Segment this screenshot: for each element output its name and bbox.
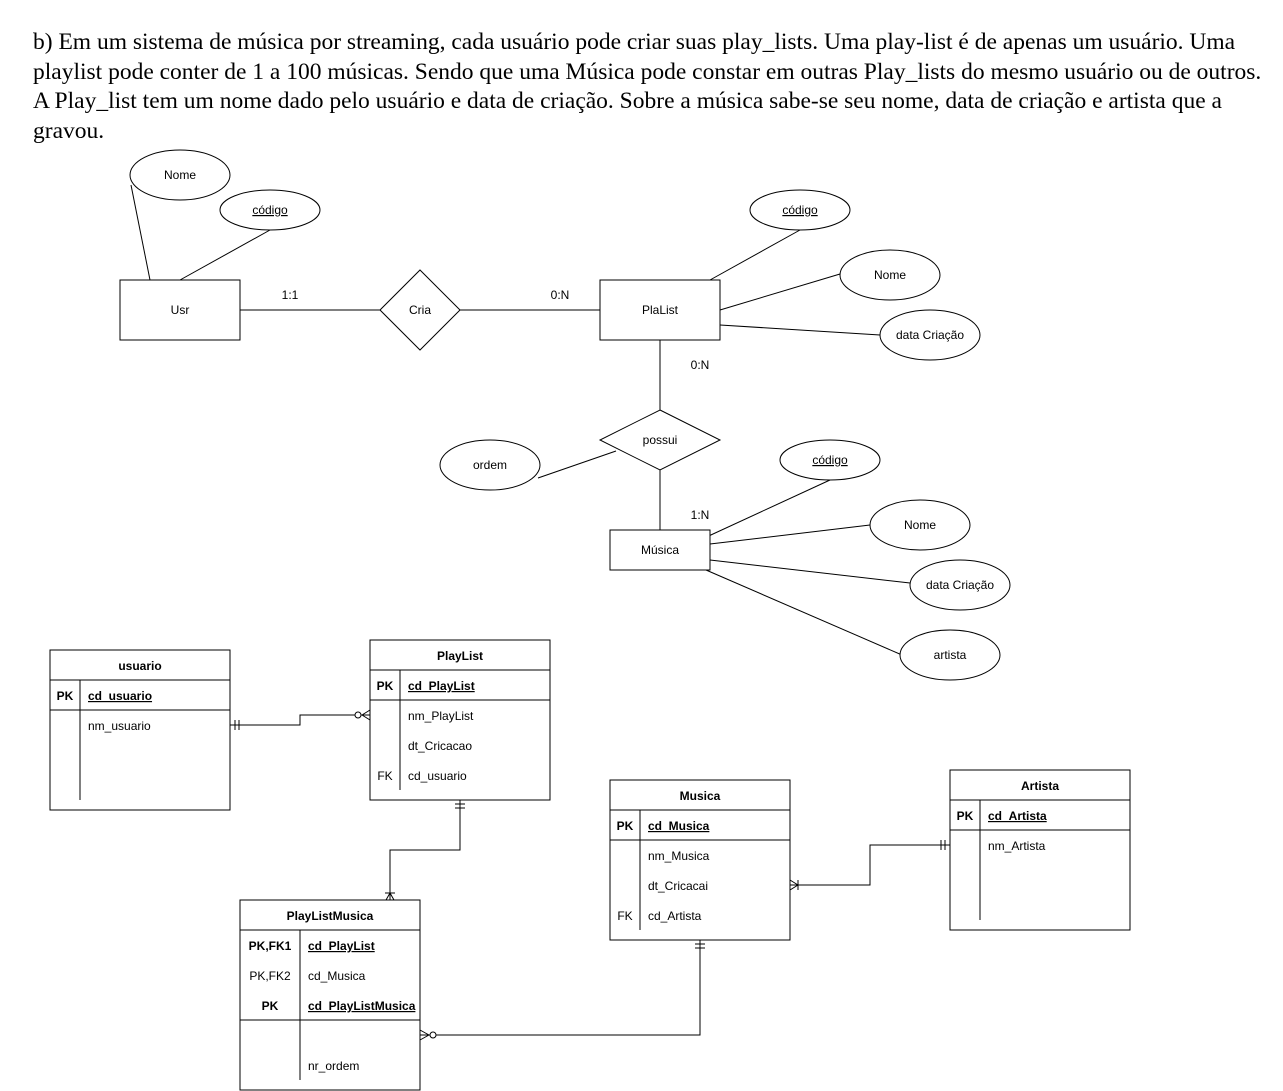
- field: dt_Cricacao: [408, 739, 472, 753]
- relationship-possui: possui: [598, 409, 722, 471]
- field: nr_ordem: [308, 1059, 359, 1073]
- pk-field: cd_Musica: [648, 819, 710, 833]
- pk-label: PK: [617, 819, 634, 833]
- pk-label: PK: [957, 809, 974, 823]
- svg-text:código: código: [812, 453, 848, 467]
- svg-text:data Criação: data Criação: [896, 328, 964, 342]
- field: dt_Cricacai: [648, 879, 708, 893]
- svg-text:Nome: Nome: [164, 168, 196, 182]
- attr-musica-nome: Nome: [869, 499, 971, 551]
- attr-playlist-nome: Nome: [839, 249, 941, 301]
- entity-playlist-label: PlaList: [642, 303, 679, 317]
- pk-fk-label: PK,FK2: [249, 969, 291, 983]
- field: nm_Artista: [988, 839, 1046, 853]
- entity-musica: Música: [609, 529, 711, 571]
- table-playlist-title: PlayList: [437, 649, 483, 663]
- entity-playlist: PlaList: [599, 279, 721, 341]
- cardinality-possui-musica: 1:N: [691, 508, 710, 522]
- svg-text:artista: artista: [934, 648, 967, 662]
- svg-text:código: código: [782, 203, 818, 217]
- table-connectors: [230, 709, 950, 1041]
- fk-label: FK: [377, 769, 392, 783]
- field: cd_Musica: [308, 969, 366, 983]
- relationship-cria: Cria: [379, 269, 461, 351]
- attr-usr-nome: Nome: [129, 149, 231, 201]
- svg-text:possui: possui: [643, 433, 678, 447]
- table-playlistmusica-title: PlayListMusica: [287, 909, 374, 923]
- table-musica-title: Musica: [680, 789, 721, 803]
- attr-playlist-codigo: código: [749, 189, 851, 231]
- table-artista-title: Artista: [1021, 779, 1059, 793]
- svg-text:código: código: [252, 203, 288, 217]
- svg-text:Cria: Cria: [409, 303, 431, 317]
- pk-fk-label: PK,FK1: [249, 939, 292, 953]
- attr-playlist-data: data Criação: [879, 309, 981, 361]
- question-text: b) Em um sistema de música por streaming…: [33, 29, 1262, 144]
- svg-text:Nome: Nome: [874, 268, 906, 282]
- entity-usr: Usr: [119, 279, 241, 341]
- table-usuario-title: usuario: [118, 659, 161, 673]
- fk-label: FK: [617, 909, 632, 923]
- table-playlist: PlayList PK cd_PlayList nm_PlayList dt_C…: [369, 639, 551, 801]
- pk-field: cd_PlayListMusica: [308, 999, 416, 1013]
- field: nm_usuario: [88, 719, 151, 733]
- table-artista: Artista PK cd_Artista nm_Artista: [949, 769, 1131, 931]
- attr-possui-ordem: ordem: [439, 439, 541, 491]
- pk-field: cd_PlayList: [408, 679, 475, 693]
- svg-text:Nome: Nome: [904, 518, 936, 532]
- er-connectors: [130, 184, 911, 656]
- cardinality-usr-cria: 1:1: [282, 288, 299, 302]
- attr-musica-codigo: código: [779, 439, 881, 481]
- pk-field: cd_usuario: [88, 689, 152, 703]
- table-usuario: usuario PK cd_usuario nm_usuario: [49, 649, 231, 811]
- svg-text:data Criação: data Criação: [926, 578, 994, 592]
- cardinality-playlist-possui: 0:N: [691, 358, 710, 372]
- entity-usr-label: Usr: [171, 303, 190, 317]
- pk-label: PK: [57, 689, 74, 703]
- field: cd_usuario: [408, 769, 467, 783]
- field: nm_Musica: [648, 849, 710, 863]
- entity-musica-label: Música: [641, 543, 679, 557]
- svg-text:ordem: ordem: [473, 458, 507, 472]
- pk-label: PK: [262, 999, 279, 1013]
- pk-field: cd_PlayList: [308, 939, 375, 953]
- pk-label: PK: [377, 679, 394, 693]
- attr-usr-codigo: código: [219, 189, 321, 231]
- cardinality-cria-playlist: 0:N: [551, 288, 570, 302]
- attr-musica-artista: artista: [899, 629, 1001, 681]
- field: cd_Artista: [648, 909, 702, 923]
- table-playlistmusica: PlayListMusica PK,FK1 cd_PlayList PK,FK2…: [239, 899, 421, 1091]
- field: nm_PlayList: [408, 709, 474, 723]
- pk-field: cd_Artista: [988, 809, 1047, 823]
- attr-musica-data: data Criação: [909, 559, 1011, 611]
- table-musica: Musica PK cd_Musica nm_Musica dt_Cricaca…: [609, 779, 791, 941]
